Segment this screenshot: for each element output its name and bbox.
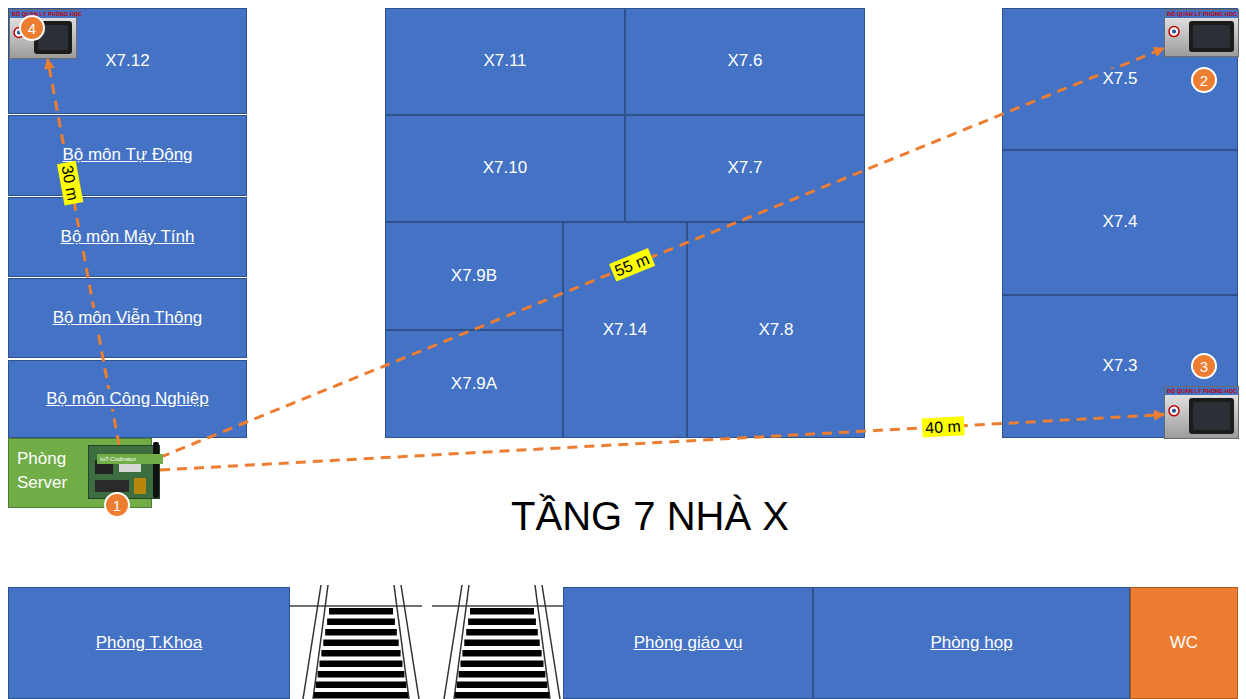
- room-label: X7.8: [756, 320, 797, 340]
- room-label: Phòng giáo vụ: [631, 633, 746, 653]
- room-label: Bộ môn Máy Tính: [58, 227, 198, 247]
- room-label: BỘ QUẢN LÝ PHÒNG HỌC: [10, 10, 76, 18]
- room-label: X7.6: [725, 51, 766, 71]
- room-label: X7.4: [1100, 212, 1141, 232]
- room-label: WC: [1167, 633, 1201, 653]
- callout-number: 1: [104, 492, 130, 518]
- room-label: X7.7: [725, 158, 766, 178]
- room-box: Bộ môn Máy Tính: [8, 197, 247, 277]
- iot-coordinator-board: IoT-Codinator: [88, 445, 160, 499]
- distance-label: 40 m: [922, 416, 965, 437]
- room-label: Bộ môn Tự Động: [59, 145, 195, 165]
- room-label: Phòng T.Khoa: [93, 633, 206, 653]
- room-box: Phòng T.Khoa: [8, 587, 290, 699]
- room-label: X7.3: [1100, 356, 1141, 376]
- room-label: BỘ QUẢN LÝ PHÒNG HỌC: [1165, 10, 1238, 18]
- wireless-link: [160, 415, 1164, 470]
- room-box: Phòng giáo vụ: [563, 587, 813, 699]
- room-label: X7.11: [480, 51, 529, 71]
- room-box: X7.9B: [385, 222, 563, 330]
- device-panel: [1165, 387, 1240, 440]
- room-label: X7.14: [600, 320, 650, 340]
- room-box: WC: [1130, 587, 1238, 699]
- room-label: IoT-Codinator: [97, 454, 163, 464]
- room-label: X7.5: [1100, 69, 1141, 89]
- server-room: Phòng ServerIoT-Codinator: [8, 438, 152, 508]
- room-label: Bộ môn Công Nghiệp: [43, 389, 212, 409]
- room-label: Phòng Server: [17, 447, 77, 495]
- callout-number: 4: [19, 15, 45, 41]
- room-box: Phòng họp: [813, 587, 1130, 699]
- room-box: X7.9A: [385, 330, 563, 438]
- room-box: X7.14: [563, 222, 687, 438]
- room-box: X7.6: [625, 8, 865, 115]
- room-label: Bộ môn Viễn Thông: [50, 308, 206, 328]
- room-label: X7.10: [480, 158, 530, 178]
- wireless-link: [160, 48, 1164, 457]
- room-box: Bộ môn Viễn Thông: [8, 278, 247, 358]
- callout-number: 3: [1191, 353, 1217, 379]
- room-label: X7.12: [102, 51, 152, 71]
- room-manager-device: BỘ QUẢN LÝ PHÒNG HỌC: [1164, 9, 1239, 57]
- room-box: X7.10: [385, 115, 625, 222]
- room-box: X7.11: [385, 8, 625, 115]
- room-label: Phòng họp: [927, 633, 1015, 653]
- room-box: X7.8: [687, 222, 865, 438]
- room-box: Bộ môn Tự Động: [8, 115, 247, 196]
- floor-title: TẦNG 7 NHÀ X: [400, 492, 900, 540]
- room-label: X7.9A: [448, 374, 500, 394]
- room-box: Bộ môn Công Nghiệp: [8, 360, 247, 438]
- room-box: X7.4: [1002, 150, 1238, 295]
- room-label: X7.9B: [448, 266, 500, 286]
- room-label: BỘ QUẢN LÝ PHÒNG HỌC: [1165, 387, 1238, 395]
- room-manager-device: BỘ QUẢN LÝ PHÒNG HỌC: [1164, 386, 1239, 439]
- callout-number: 2: [1191, 67, 1217, 93]
- wireless-link: [48, 59, 119, 445]
- room-box: X7.7: [625, 115, 865, 222]
